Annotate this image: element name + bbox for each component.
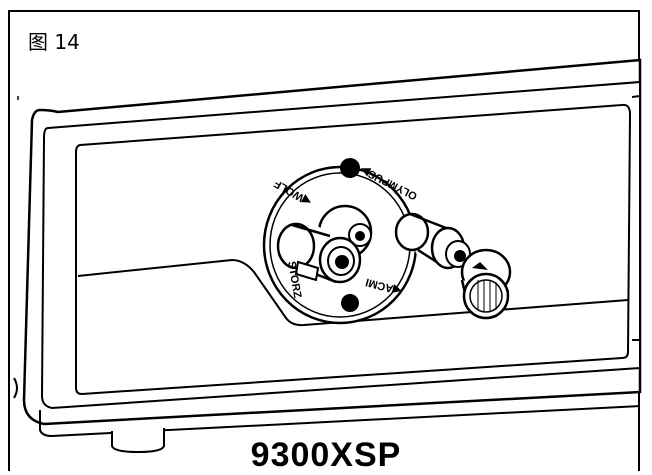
- panel-divider: [77, 258, 629, 327]
- device-foot: [111, 428, 165, 454]
- olympus-connector: [394, 212, 471, 272]
- figure-number: 图 14: [28, 30, 80, 54]
- lock-knob: [460, 248, 512, 320]
- model-name: 9300XSP: [250, 436, 402, 474]
- storz-connector: [276, 222, 362, 284]
- device-base: [39, 405, 641, 438]
- indicator-dot-wolf: [340, 158, 360, 178]
- indicator-dot-acmi: [341, 294, 359, 312]
